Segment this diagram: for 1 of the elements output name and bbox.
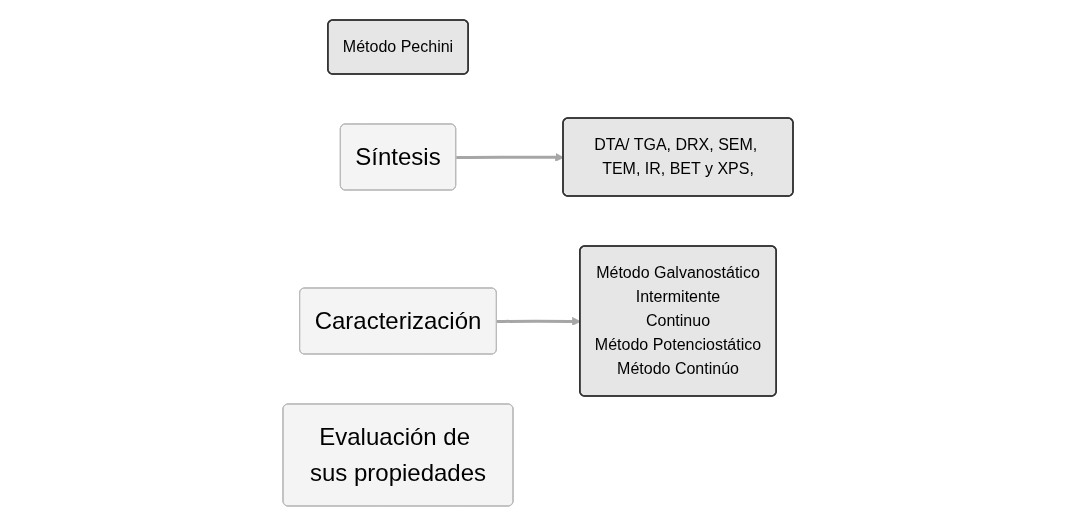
arrow bbox=[456, 152, 564, 162]
